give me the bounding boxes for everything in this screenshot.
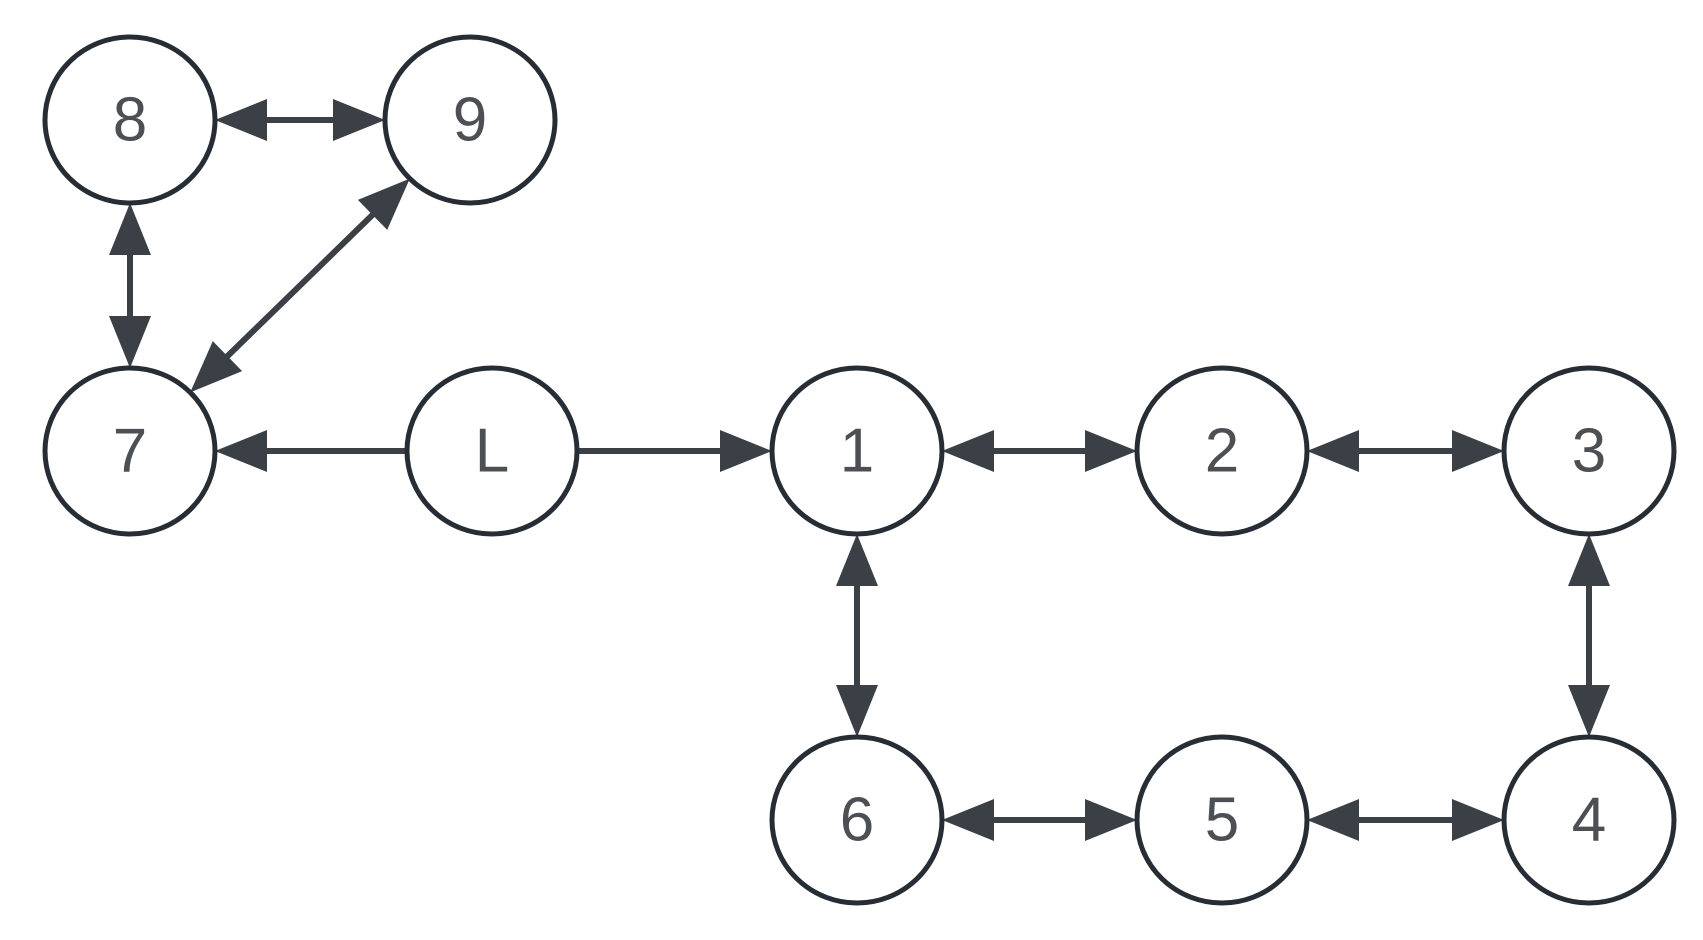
node-L[interactable]: L [404, 365, 580, 537]
node-circle-3[interactable] [1501, 365, 1677, 537]
node-circle-9[interactable] [382, 34, 558, 206]
node-2[interactable]: 2 [1134, 365, 1310, 537]
node-6[interactable]: 6 [769, 734, 945, 906]
node-9[interactable]: 9 [382, 34, 558, 206]
arrowhead-icon [1568, 534, 1610, 586]
node-label-5: 5 [1205, 786, 1239, 855]
arrowhead-icon [836, 534, 878, 586]
arrowhead-icon [942, 430, 994, 472]
node-8[interactable]: 8 [42, 34, 218, 206]
arrowhead-icon [109, 203, 151, 255]
arrowhead-icon [190, 341, 243, 393]
arrowhead-icon [333, 99, 385, 141]
edge-1-2 [942, 430, 1137, 472]
node-1[interactable]: 1 [769, 365, 945, 537]
node-circle-4[interactable] [1501, 734, 1677, 906]
node-5[interactable]: 5 [1134, 734, 1310, 906]
node-circle-1[interactable] [769, 365, 945, 537]
arrowhead-icon [215, 99, 267, 141]
node-label-L: L [475, 417, 509, 486]
arrowhead-icon [109, 316, 151, 368]
node-circle-6[interactable] [769, 734, 945, 906]
edge-2-3 [1307, 430, 1504, 472]
edge-6-5 [942, 799, 1137, 841]
edge-5-4 [1307, 799, 1504, 841]
edge-3-4 [1568, 534, 1610, 737]
arrowhead-icon [1568, 685, 1610, 737]
arrowhead-icon [1452, 430, 1504, 472]
node-circle-L[interactable] [404, 365, 580, 537]
node-circle-8[interactable] [42, 34, 218, 206]
edge-shaft [222, 209, 378, 362]
edge-8-9 [215, 99, 385, 141]
arrowhead-icon [1307, 799, 1359, 841]
node-circle-5[interactable] [1134, 734, 1310, 906]
arrowhead-icon [357, 178, 410, 230]
arrowhead-icon [1085, 430, 1137, 472]
node-label-2: 2 [1205, 417, 1239, 486]
arrowhead-icon [215, 430, 267, 472]
node-circle-2[interactable] [1134, 365, 1310, 537]
node-circle-7[interactable] [42, 365, 218, 537]
node-label-9: 9 [453, 86, 487, 155]
arrowhead-icon [1307, 430, 1359, 472]
node-label-7: 7 [113, 417, 147, 486]
edge-1-6 [836, 534, 878, 737]
arrowhead-icon [942, 799, 994, 841]
arrowhead-icon [720, 430, 772, 472]
node-4[interactable]: 4 [1501, 734, 1677, 906]
node-label-4: 4 [1572, 786, 1606, 855]
arrowhead-icon [836, 685, 878, 737]
node-3[interactable]: 3 [1501, 365, 1677, 537]
edge-8-7 [109, 203, 151, 368]
node-label-8: 8 [113, 86, 147, 155]
node-label-6: 6 [840, 786, 874, 855]
arrowhead-icon [1452, 799, 1504, 841]
edge-9-7 [190, 178, 410, 393]
edge-L-7 [215, 430, 407, 472]
node-label-1: 1 [840, 417, 874, 486]
node-label-3: 3 [1572, 417, 1606, 486]
edge-L-1 [577, 430, 772, 472]
node-7[interactable]: 7 [42, 365, 218, 537]
arrowhead-icon [1085, 799, 1137, 841]
